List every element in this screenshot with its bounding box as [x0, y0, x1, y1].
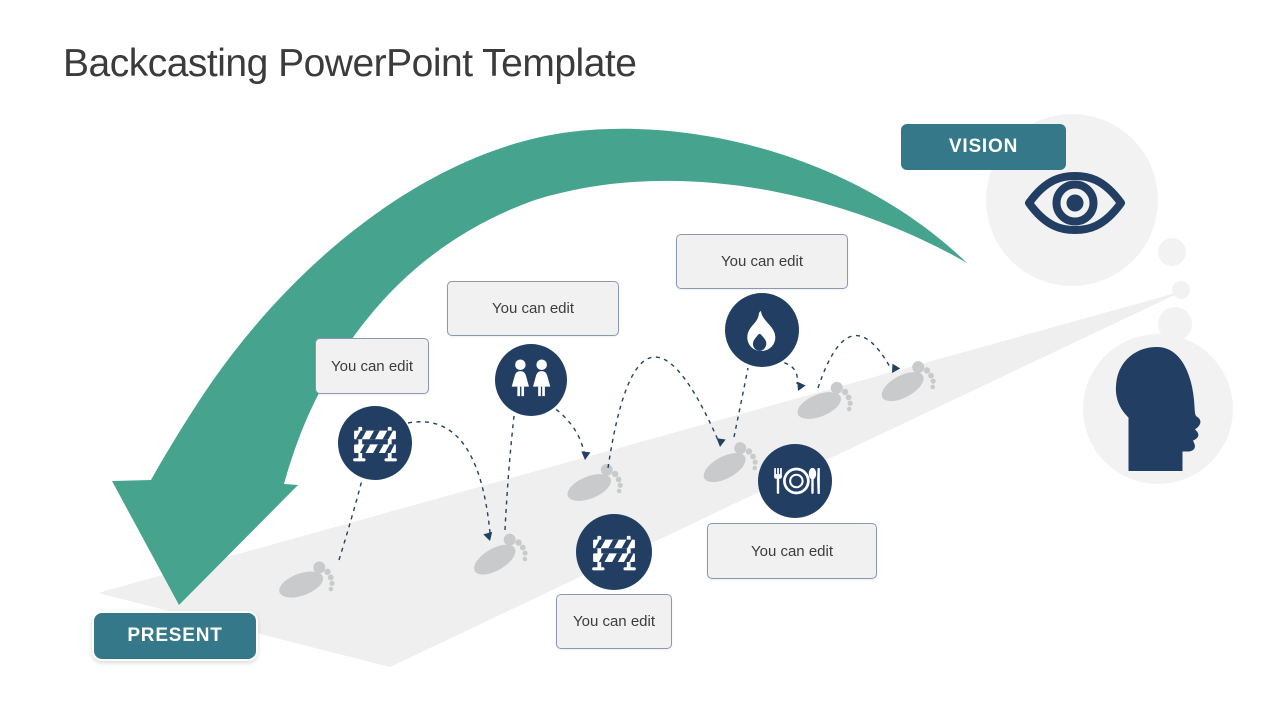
milestone-barrier-2 — [576, 514, 652, 590]
placeholder-label: You can edit — [330, 357, 414, 375]
vision-button[interactable]: VISION — [901, 124, 1066, 170]
milestone-plate — [758, 444, 832, 518]
eye-icon — [1025, 172, 1125, 234]
placeholder-box-1[interactable]: You can edit — [315, 338, 429, 394]
milestone-people — [495, 344, 567, 416]
plate-cutlery-icon — [774, 467, 820, 495]
placeholder-box-3[interactable]: You can edit — [676, 234, 848, 289]
people-icon — [511, 359, 551, 397]
placeholder-label: You can edit — [491, 300, 575, 317]
placeholder-label: You can edit — [720, 253, 804, 270]
thought-bubbles — [1158, 238, 1192, 341]
placeholder-label: You can edit — [572, 613, 656, 630]
present-button[interactable]: PRESENT — [92, 611, 258, 661]
fire-icon — [747, 311, 776, 351]
placeholder-label: You can edit — [750, 542, 834, 560]
head-icon — [1115, 347, 1201, 471]
backcast-arrow — [112, 128, 967, 606]
placeholder-box-4[interactable]: You can edit — [707, 523, 877, 579]
present-label: PRESENT — [127, 625, 223, 646]
vision-label: VISION — [948, 136, 1019, 157]
milestone-fire — [725, 293, 799, 367]
placeholder-box-2[interactable]: You can edit — [447, 281, 619, 336]
slide-title: Backcasting PowerPoint Template — [63, 42, 637, 85]
placeholder-box-5[interactable]: You can edit — [556, 594, 672, 649]
trajectory-arrowheads — [483, 363, 901, 541]
milestone-barrier-1 — [338, 406, 412, 480]
